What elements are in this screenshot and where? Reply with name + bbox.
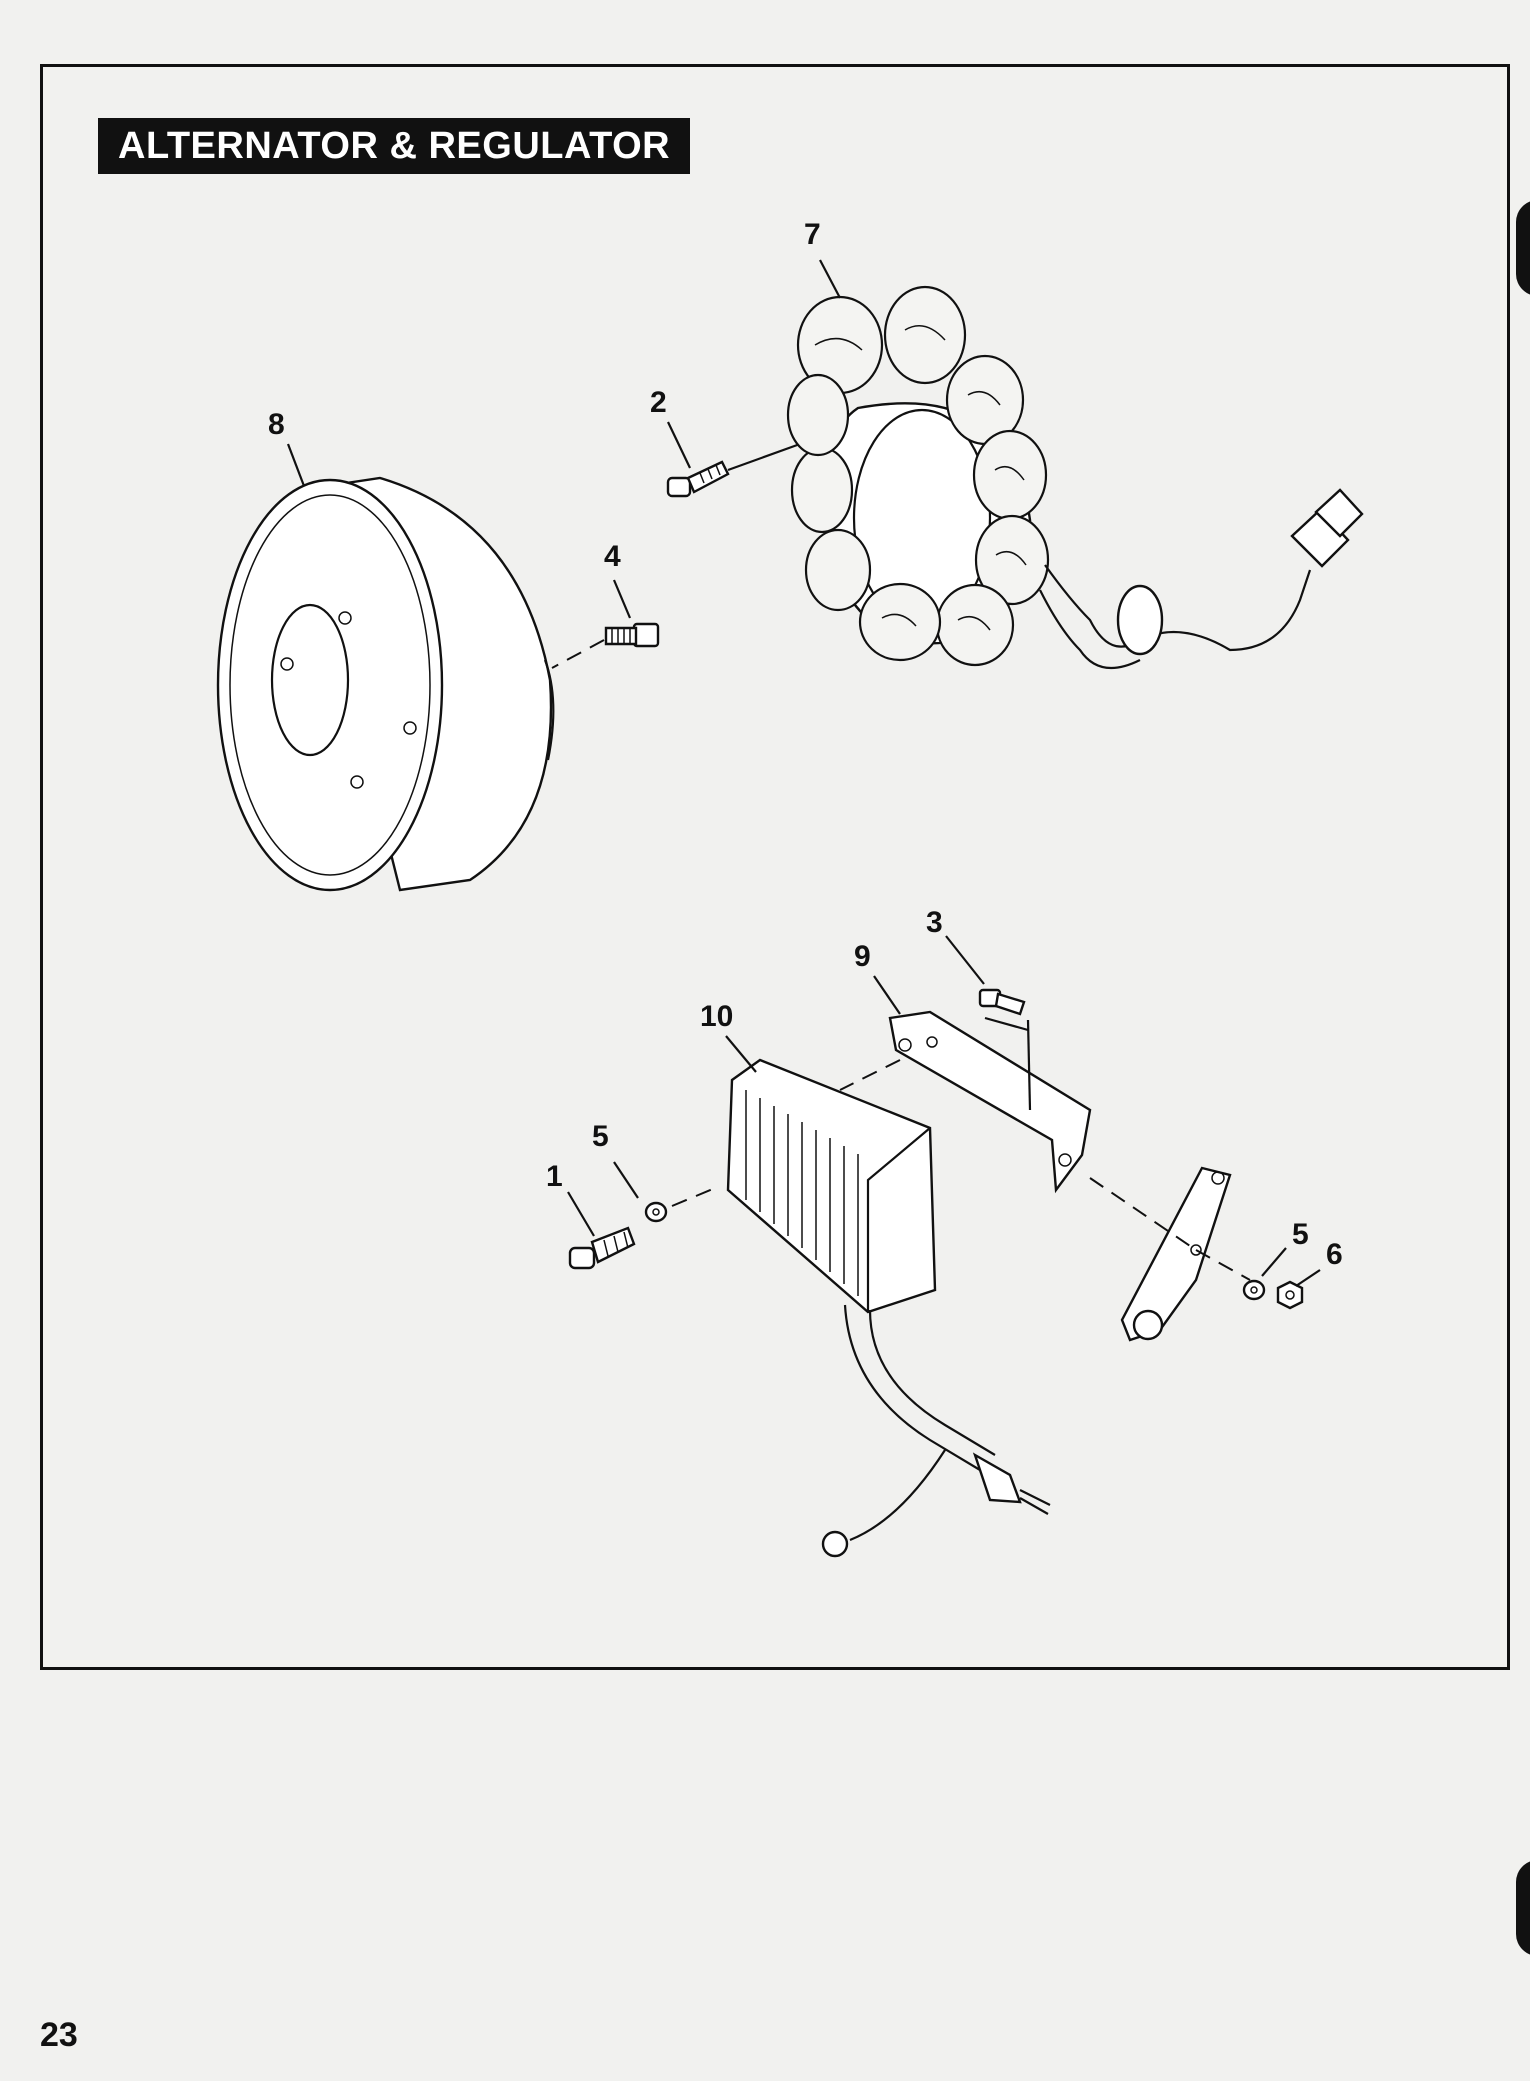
callout-mount-screw: 1 xyxy=(546,1160,563,1193)
page-title: ALTERNATOR & REGULATOR xyxy=(98,118,691,174)
page-number: 23 xyxy=(40,2016,78,2054)
callout-rotor: 8 xyxy=(268,408,285,441)
callout-washer-right: 5 xyxy=(1292,1218,1309,1251)
callout-rotor-bolt: 4 xyxy=(604,540,621,573)
regulator-drawing xyxy=(726,1058,1051,1558)
callout-stator: 7 xyxy=(804,218,821,251)
stator-screw-drawing xyxy=(666,442,801,498)
rotor-bolt-drawing xyxy=(551,622,660,669)
section-tab-marker xyxy=(1516,1860,1530,1956)
stator-drawing xyxy=(786,285,1364,670)
mounting-plate-drawing xyxy=(1089,1166,1251,1342)
callout-bracket: 9 xyxy=(854,940,871,973)
rotor-drawing xyxy=(216,476,555,892)
callout-washer-left: 5 xyxy=(592,1120,609,1153)
nut-washer-drawing xyxy=(1242,1279,1304,1310)
callouts: 8 7 2 4 3 9 10 5 1 5 6 xyxy=(268,218,1343,1287)
callout-bracket-screw: 3 xyxy=(926,906,943,939)
section-tab-marker xyxy=(1516,200,1530,296)
diagram-frame xyxy=(40,64,1510,1670)
callout-stator-screw: 2 xyxy=(650,386,667,419)
bracket-drawing xyxy=(839,988,1092,1194)
mount-screw-drawing xyxy=(568,1185,721,1270)
callout-nut: 6 xyxy=(1326,1238,1343,1271)
callout-regulator: 10 xyxy=(700,1000,733,1033)
